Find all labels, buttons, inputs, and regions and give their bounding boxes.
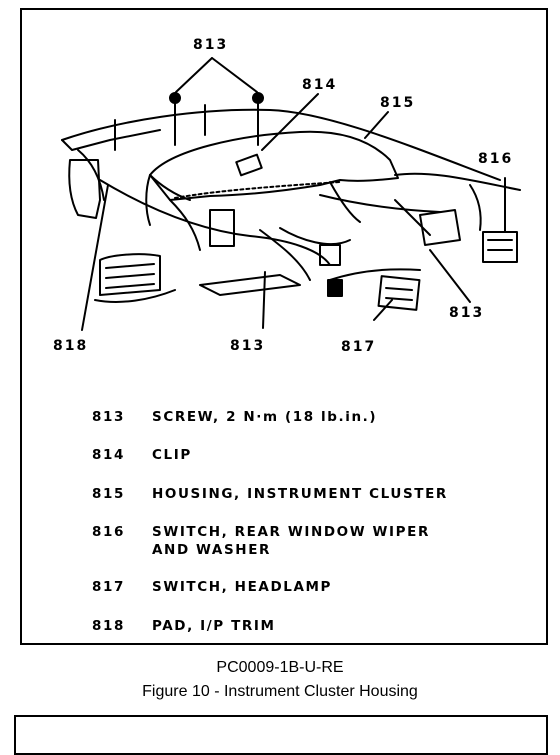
callout-816: 816 [478,151,514,167]
headlamp-switch [377,275,421,311]
legend-number: 818 [92,618,125,634]
ip-trim-pad [68,159,101,219]
callout-813-bottom: 813 [230,338,266,354]
wiring-harness [99,179,331,266]
callout-817: 817 [341,339,377,355]
figure-frame [20,8,548,645]
cluster-housing [149,130,399,201]
callout-814: 814 [302,77,338,93]
legend-number: 813 [92,409,125,425]
callout-818: 818 [53,338,89,354]
legend-number: 817 [92,579,125,595]
legend-row: 817 SWITCH, HEADLAMP [92,578,332,596]
legend-row: 813 SCREW, 2 N·m (18 lb.in.) [92,408,377,426]
callout-813-right: 813 [449,305,485,321]
rear-wiper-switch [482,231,518,263]
exploded-view-drawing [61,57,521,331]
figure-code: PC0009-1B-U-RE [216,659,344,676]
legend-row: 816 SWITCH, REAR WINDOW WIPER AND WASHER [92,523,430,559]
legend-description: SWITCH, REAR WINDOW WIPER AND WASHER [152,524,430,558]
callout-813-top: 813 [193,37,229,53]
figure-title: Figure 10 - Instrument Cluster Housing [142,683,418,700]
dashboard-outline [61,108,501,181]
legend-description: SCREW, 2 N·m (18 lb.in.) [152,409,378,425]
legend-row: 814 CLIP [92,446,192,464]
legend-description: SWITCH, HEADLAMP [152,579,333,595]
legend-row: 818 PAD, I/P TRIM [92,617,276,635]
legend-description: PAD, I/P TRIM [152,618,276,634]
legend-number: 815 [92,486,125,502]
clip-part [235,153,263,177]
legend-number: 814 [92,447,125,463]
legend-description: HOUSING, INSTRUMENT CLUSTER [152,486,448,502]
legend-row: 815 HOUSING, INSTRUMENT CLUSTER [92,485,448,503]
legend-description: CLIP [152,447,192,463]
callout-815: 815 [380,95,416,111]
legend-number: 816 [92,524,125,540]
